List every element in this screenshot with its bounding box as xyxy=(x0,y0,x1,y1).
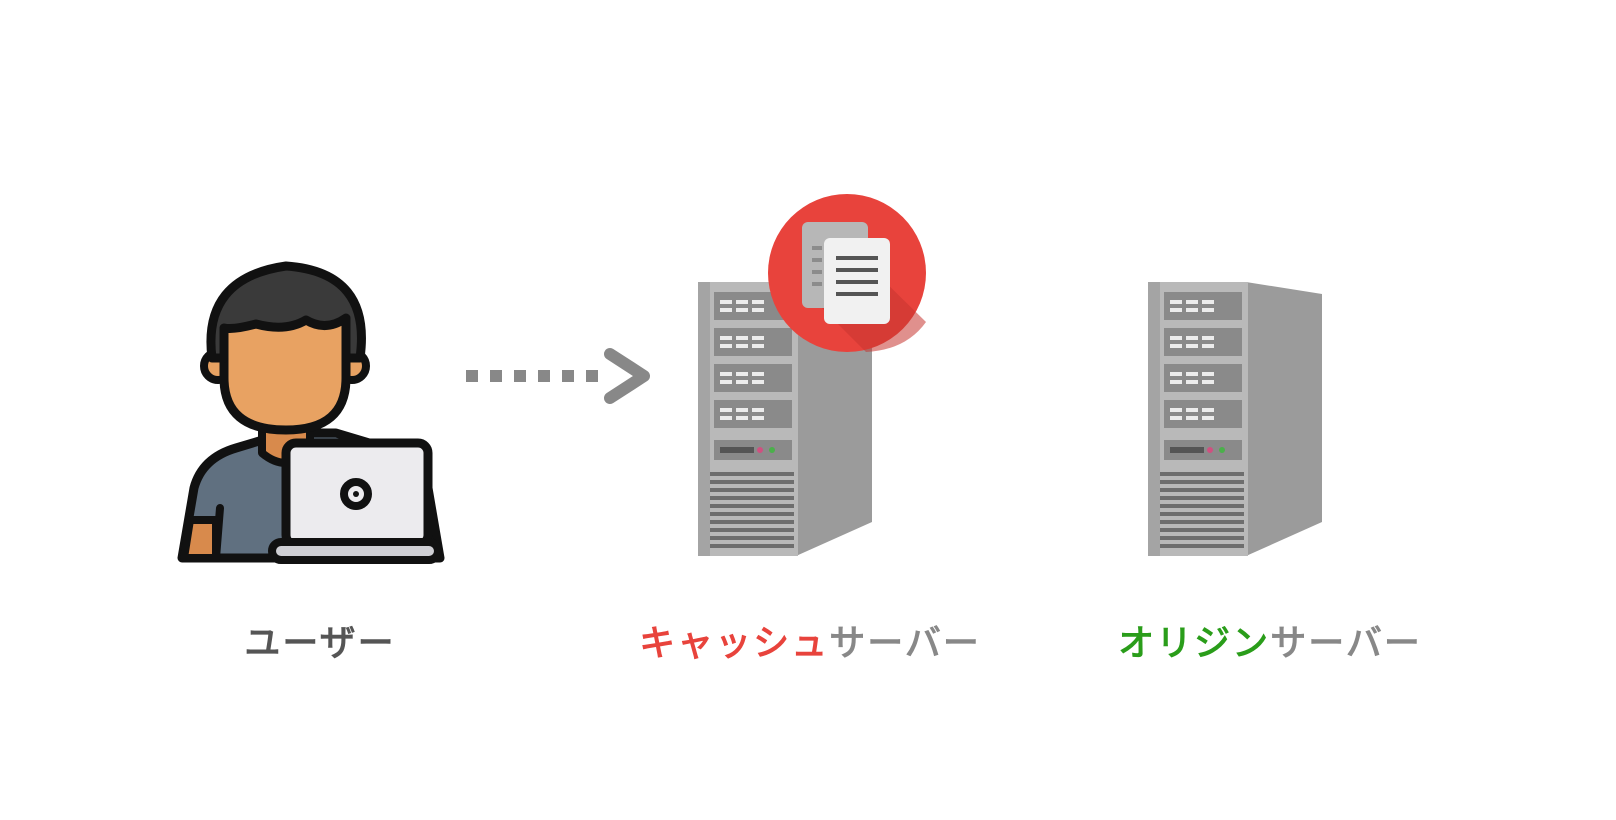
origin-server-label-highlight: オリジン xyxy=(1118,623,1271,664)
cache-server-label-highlight: キャッシュ xyxy=(639,623,830,664)
cache-server-label-rest: サーバー xyxy=(829,623,981,664)
cache-server-tower-icon xyxy=(698,282,872,556)
dotted-arrow-right-icon xyxy=(466,348,650,404)
cache-server-label: キャッシュサーバー xyxy=(600,616,1020,672)
document-copy-icon xyxy=(768,194,926,352)
origin-server-label-rest: サーバー xyxy=(1270,623,1422,664)
user-label-text: ユーザー xyxy=(244,623,396,664)
user-with-laptop-icon xyxy=(177,261,445,564)
origin-server-label: オリジンサーバー xyxy=(1080,616,1460,672)
origin-server-tower-icon xyxy=(1148,282,1322,556)
user-label: ユーザー xyxy=(190,616,450,672)
